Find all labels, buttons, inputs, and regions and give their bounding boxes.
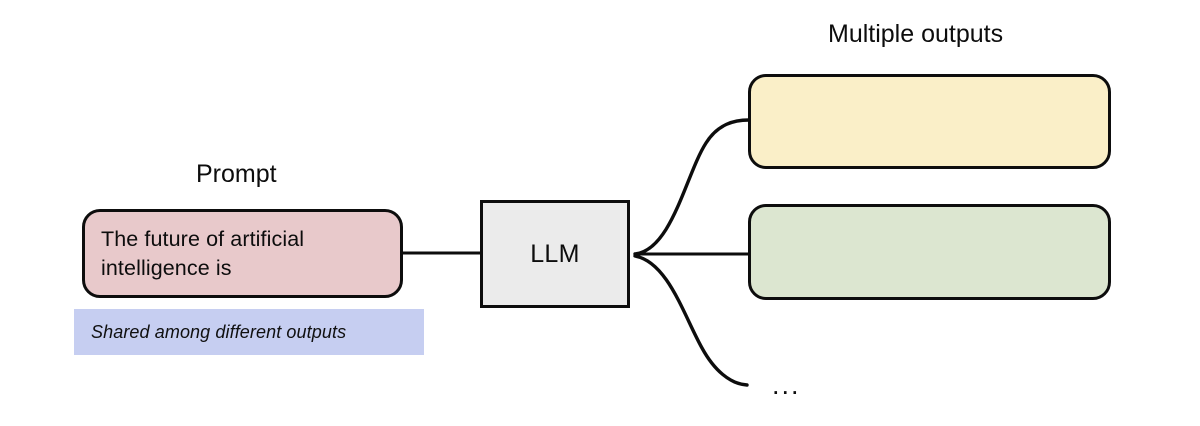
- prompt-label: Prompt: [196, 160, 277, 188]
- prompt-node-text: The future of artificial intelligence is: [101, 226, 305, 280]
- prompt-node[interactable]: The future of artificial intelligence is: [82, 209, 403, 298]
- output-node-2[interactable]: [748, 204, 1111, 300]
- ellipsis-label: ...: [772, 370, 801, 400]
- edge-llm-to-ellipsis: [633, 254, 749, 387]
- multiple-outputs-label: Multiple outputs: [828, 20, 1004, 48]
- edge-llm-to-output-1: [633, 118, 751, 256]
- output-node-1[interactable]: [748, 74, 1111, 169]
- shared-banner-text: Shared among different outputs: [91, 321, 347, 342]
- llm-node-text: LLM: [530, 239, 580, 268]
- llm-node[interactable]: LLM: [480, 200, 630, 308]
- shared-among-outputs-banner: Shared among different outputs: [74, 309, 424, 355]
